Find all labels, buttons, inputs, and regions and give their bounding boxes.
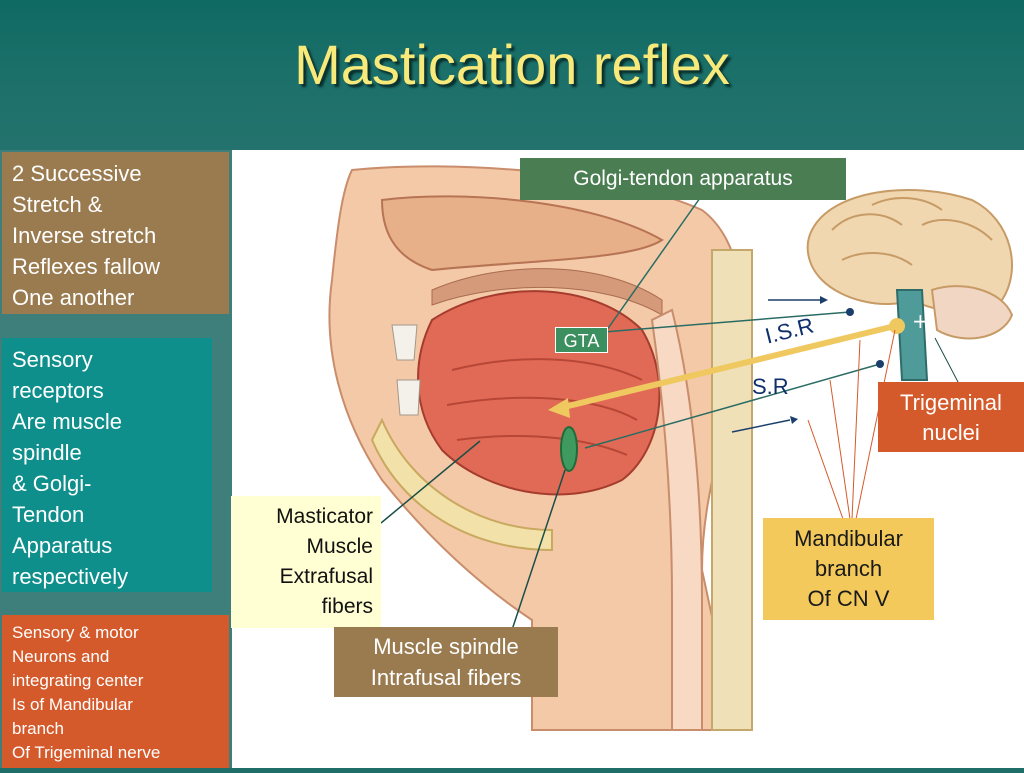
reflex-summary-box: 2 Successive Stretch & Inverse stretch R… xyxy=(2,152,229,314)
masticator-muscle-label: Masticator Muscle Extrafusal fibers xyxy=(231,496,381,628)
neurons-center-box: Sensory & motor Neurons and integrating … xyxy=(2,615,229,768)
neurons-center-line: Neurons and xyxy=(12,647,110,666)
sr-label: S.R xyxy=(752,374,789,399)
mandibular-branch-line: Of CN V xyxy=(807,586,890,611)
slide-title: Mastication reflex xyxy=(294,33,730,96)
mandibular-branch-line: branch xyxy=(814,556,883,581)
reflex-summary-line: 2 Successive xyxy=(12,161,142,186)
sensory-receptors-line: spindle xyxy=(12,440,82,465)
mandibular-branch-label: Mandibular branch Of CN V xyxy=(763,518,934,620)
neurons-center-line: Is of Mandibular xyxy=(12,695,133,714)
teeth-lower xyxy=(396,379,421,416)
reflex-summary-line: Stretch & xyxy=(12,192,103,217)
trigeminal-nuclei-line: nuclei xyxy=(922,420,980,445)
neurons-center-line: branch xyxy=(12,719,64,738)
neurons-center-line: Of Trigeminal nerve xyxy=(12,743,161,762)
trigeminal-nuclei-line: Trigeminal xyxy=(900,390,1002,415)
sensory-receptors-line: Apparatus xyxy=(12,533,113,558)
trigeminal-nuclei-label: Trigeminal nuclei xyxy=(878,382,1024,452)
brain-gyri xyxy=(831,197,993,266)
sensory-receptors-line: Sensory xyxy=(12,347,93,372)
title-bar xyxy=(0,0,1024,150)
neurons-center-line: Sensory & motor xyxy=(12,623,139,642)
reflex-summary-line: One another xyxy=(12,285,135,310)
reflex-summary-line: Reflexes fallow xyxy=(12,254,160,279)
masticator-muscle-line: Extrafusal xyxy=(279,565,373,588)
sensory-receptors-line: respectively xyxy=(12,564,129,589)
teeth-upper xyxy=(391,324,418,361)
masticator-muscle-line: Muscle xyxy=(306,535,373,558)
sensory-receptors-line: & Golgi- xyxy=(12,471,92,496)
sensory-receptors-line: receptors xyxy=(12,378,104,403)
spine xyxy=(711,249,753,731)
mandibular-branch-line: Mandibular xyxy=(794,526,903,551)
muscle-spindle-label: Muscle spindle Intrafusal fibers xyxy=(334,627,558,697)
brainstem xyxy=(895,289,929,381)
muscle-spindle-marker xyxy=(560,426,578,472)
gta-label: GTA xyxy=(555,327,608,353)
masticator-muscle-line: Masticator xyxy=(276,505,373,528)
cerebellum xyxy=(930,285,1014,340)
masticator-muscle-line: fibers xyxy=(321,595,373,618)
sensory-receptors-line: Are muscle xyxy=(12,409,123,434)
muscle-spindle-line: Intrafusal fibers xyxy=(370,665,522,690)
sensory-receptors-line: Tendon xyxy=(12,502,85,527)
golgi-tendon-apparatus-label: Golgi-tendon apparatus xyxy=(520,158,846,200)
reflex-summary-line: Inverse stretch xyxy=(12,223,157,248)
neurons-center-line: integrating center xyxy=(12,671,144,690)
muscle-spindle-line: Muscle spindle xyxy=(373,634,519,659)
sensory-receptors-box: Sensory receptors Are muscle spindle & G… xyxy=(2,338,212,592)
